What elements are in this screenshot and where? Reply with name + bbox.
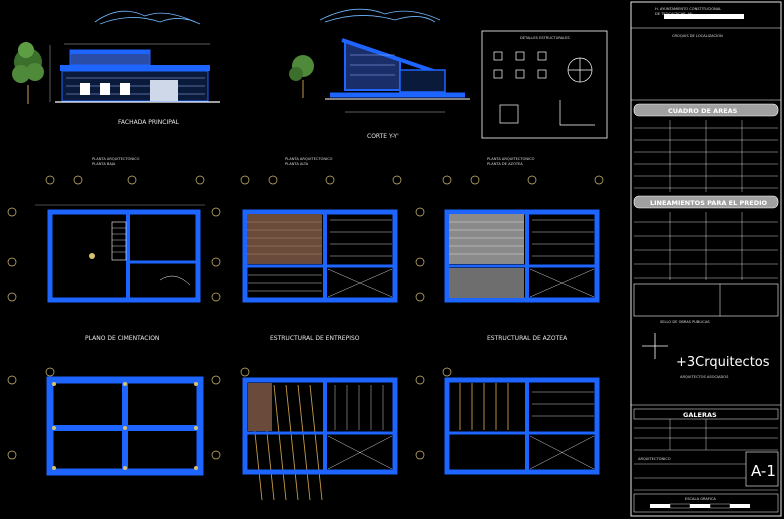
guidelines-title: LINEAMIENTOS PARA EL PREDIO	[650, 199, 768, 207]
project-name: GALERAS	[683, 411, 717, 419]
plan-roof	[444, 209, 600, 303]
facade-elevation: FACHADA PRINCIPAL	[12, 42, 220, 126]
section-drawing: CORTE Y-Y'	[289, 38, 470, 140]
plan-upper-floor	[242, 209, 398, 303]
logo-text: +3Crquitectos	[676, 355, 770, 370]
mezzanine-title: ESTRUCTURAL DE ENTREPISO	[270, 335, 360, 342]
plan-ground-floor	[35, 204, 205, 303]
axis-markers	[7, 175, 604, 460]
firm-logo: +3Crquitectos	[642, 333, 770, 370]
areas-title: CUADRO DE AREAS	[668, 107, 738, 115]
details-box: DETALLES ESTRUCTURALES	[481, 30, 608, 139]
details-title: DETALLES ESTRUCTURALES	[520, 36, 570, 40]
location-sketch-label: CROQUIS DE LOCALIZACION	[672, 34, 723, 38]
seal-label: SELLO DE OBRAS PUBLICAS	[660, 320, 710, 324]
section-tree-icon	[289, 55, 314, 98]
roof-structure	[444, 377, 600, 475]
facade-title: FACHADA PRINCIPAL	[118, 119, 180, 126]
sheet-code: A-1	[751, 462, 776, 480]
facade-tree-icon	[12, 42, 44, 104]
foundation-title: PLANO DE CIMENTACION	[85, 335, 159, 342]
scale-label: ESCALA GRAFICA	[685, 497, 716, 501]
section-title: CORTE Y-Y'	[367, 133, 399, 140]
foundation-plan	[46, 376, 204, 476]
sky-decoration	[94, 8, 441, 25]
drawing-type: ARQUITECTONICO	[638, 457, 671, 461]
firm-line: ARQUITECTOS ASOCIADOS	[680, 375, 729, 379]
mezzanine-structure	[242, 377, 398, 501]
roof-struct-title: ESTRUCTURAL DE AZOTEA	[487, 335, 568, 342]
scale-bar	[650, 503, 750, 509]
